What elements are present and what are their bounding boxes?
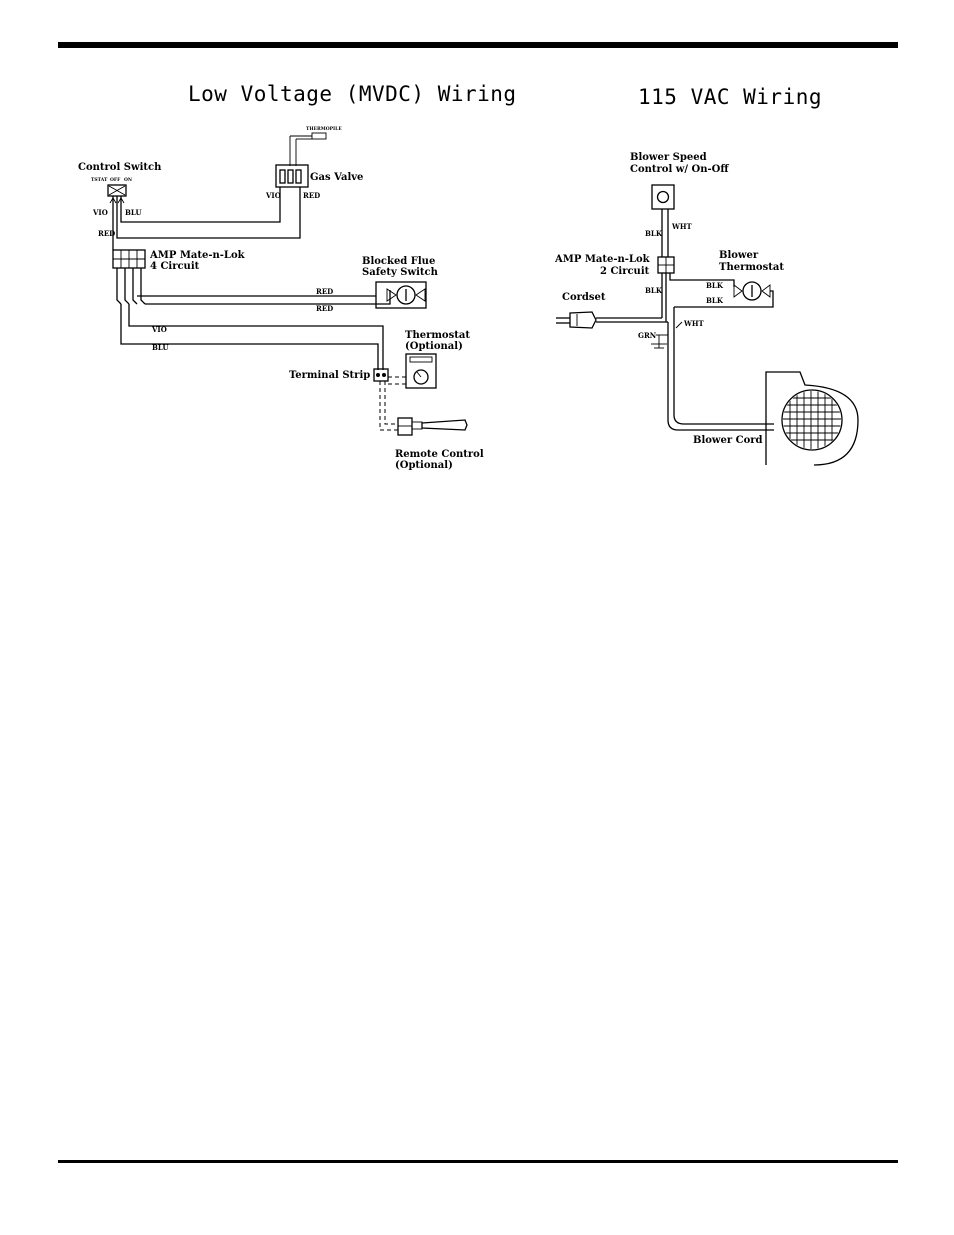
remote-label-2: (Optional) (395, 460, 453, 471)
blower (765, 371, 859, 466)
amp-2-label-1: AMP Mate-n-Lok (554, 254, 651, 265)
amp-connector-2: AMP Mate-n-Lok 2 Circuit (554, 254, 675, 277)
wire-blk-therm-1: BLK (706, 281, 724, 290)
control-switch-label: Control Switch (78, 162, 162, 173)
wire-vio-strip: VIO (151, 325, 167, 334)
blower-thermostat-label-1: Blower (719, 250, 759, 261)
blower-thermostat: Blower Thermostat (719, 250, 784, 301)
wire-blk-therm-2: BLK (706, 296, 724, 305)
low-voltage-diagram: Control Switch TSTAT OFF ON VIO BLU RED … (78, 126, 484, 471)
wire-red-flue-1: RED (316, 287, 333, 296)
wire-red-valve: RED (303, 191, 320, 200)
wire-blu-strip: BLU (152, 343, 169, 352)
cordset: Cordset (556, 292, 606, 329)
blower-speed-control: Blower Speed Control w/ On-Off (630, 152, 729, 210)
low-voltage-title: Low Voltage (MVDC) Wiring (188, 82, 517, 106)
terminal-strip: Terminal Strip (289, 368, 389, 382)
wire-red-flue-2: RED (316, 304, 333, 313)
thermopile-label: THERMOPILE (306, 126, 342, 132)
wire-wht-top: WHT (671, 222, 692, 231)
wire-vio-switch: VIO (92, 208, 108, 217)
terminal-strip-label: Terminal Strip (289, 370, 370, 381)
control-switch: Control Switch TSTAT OFF ON (78, 162, 162, 222)
blocked-flue-switch: Blocked Flue Safety Switch (362, 256, 439, 309)
wire-wht-bottom: WHT (683, 319, 704, 328)
blower-cord-label: Blower Cord (693, 435, 763, 446)
amp-connector-4: AMP Mate-n-Lok 4 Circuit (112, 249, 246, 272)
amp-4-label-2: 4 Circuit (150, 261, 200, 272)
blower-speed-label-2: Control w/ On-Off (630, 164, 729, 175)
blocked-flue-label-2: Safety Switch (362, 267, 439, 278)
switch-pos-on: ON (124, 177, 132, 183)
wire-blk-top: BLK (645, 229, 663, 238)
remote-label-1: Remote Control (395, 449, 484, 460)
remote-control: Remote Control (Optional) (395, 417, 484, 471)
amp-4-label-1: AMP Mate-n-Lok (149, 250, 246, 261)
thermostat-label-1: Thermostat (405, 330, 470, 341)
blocked-flue-label-1: Blocked Flue (362, 256, 435, 267)
switch-pos-tstat: TSTAT (91, 177, 108, 183)
wire-vio-valve: VIO (265, 191, 281, 200)
vac-diagram: Blower Speed Control w/ On-Off BLK WHT A… (554, 152, 859, 466)
gas-valve: THERMOPILE Gas Valve VIO RED (265, 126, 363, 200)
top-rule (58, 42, 898, 48)
switch-pos-off: OFF (110, 177, 121, 183)
gas-valve-label: Gas Valve (310, 172, 363, 183)
vac-title: 115 VAC Wiring (638, 85, 823, 109)
wire-red-switch: RED (98, 229, 115, 238)
wire-blk-left: BLK (645, 286, 663, 295)
bottom-rule (58, 1160, 898, 1163)
thermostat: Thermostat (Optional) (405, 330, 470, 389)
wire-grn: GRN (638, 331, 657, 340)
blower-speed-label-1: Blower Speed (630, 152, 707, 163)
wire-blu-switch: BLU (125, 208, 142, 217)
cordset-label: Cordset (562, 292, 606, 303)
thermostat-label-2: (Optional) (405, 341, 463, 352)
blower-thermostat-label-2: Thermostat (719, 262, 784, 273)
amp-2-label-2: 2 Circuit (600, 266, 650, 277)
